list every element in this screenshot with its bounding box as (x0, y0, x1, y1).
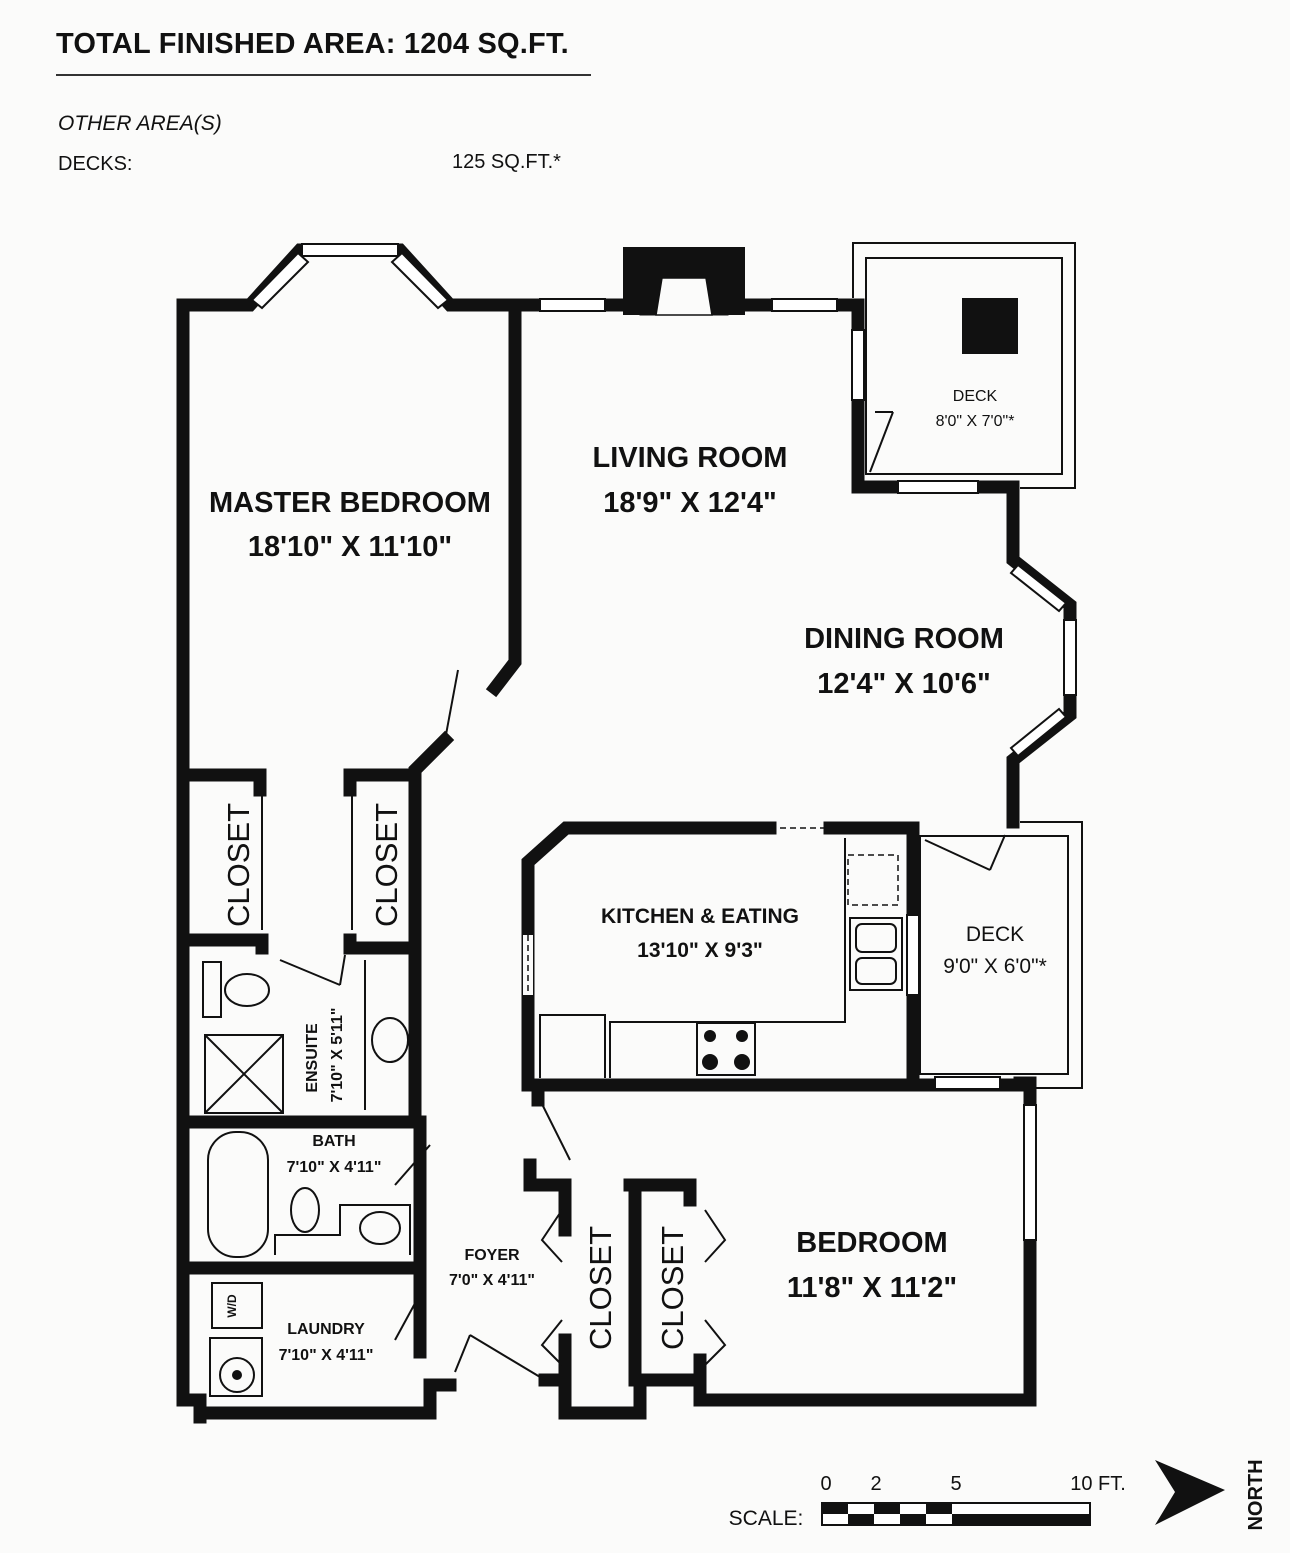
right-deck-door (989, 834, 1006, 871)
kitchen-dims: 13'10" X 9'3" (637, 939, 763, 962)
bedroom-door (539, 1099, 571, 1161)
bath-dims: 7'10" X 4'11" (287, 1159, 382, 1176)
window (851, 329, 865, 401)
ensuite-door (339, 954, 346, 986)
ensuite-shower (204, 1034, 284, 1114)
laundry-tub (219, 1357, 255, 1393)
bedroom-dims: 11'8" X 11'2" (787, 1272, 957, 1304)
bedroom-name: BEDROOM (796, 1227, 947, 1259)
hot-tub-block (962, 298, 1018, 354)
kitchen-wall (521, 821, 1027, 1092)
stove (696, 1022, 756, 1076)
scale-bar (821, 1502, 1091, 1526)
closet-label: CLOSET (221, 803, 256, 927)
window (1023, 1104, 1037, 1241)
closet-label: CLOSET (369, 803, 404, 927)
master-bedroom-dims: 18'10" X 11'10" (248, 531, 452, 563)
top-deck-door (869, 411, 894, 473)
total-area-title: TOTAL FINISHED AREA: 1204 SQ.FT. (56, 28, 569, 60)
scale-label: SCALE: (729, 1507, 804, 1530)
ensuite-name: ENSUITE (304, 1023, 321, 1093)
right-deck-rail (1020, 821, 1083, 1089)
title-rule (56, 74, 591, 76)
laundry-dims: 7'10" X 4'11" (279, 1347, 374, 1364)
window (390, 251, 450, 310)
bath-name: BATH (312, 1133, 355, 1150)
master-door (444, 669, 459, 741)
foyer-dims: 7'0" X 4'11" (449, 1272, 535, 1289)
kitchen-sink (849, 917, 903, 991)
washer-dryer (211, 1282, 263, 1329)
scale-tick-0: 0 (820, 1473, 831, 1495)
window (771, 298, 838, 312)
top-deck-dims: 8'0" X 7'0"* (936, 413, 1015, 430)
ensuite-toilet (224, 973, 270, 1007)
bathtub (207, 1131, 269, 1258)
living-room-name: LIVING ROOM (593, 442, 788, 474)
window (250, 251, 310, 310)
wd-label: W/D (225, 1294, 239, 1318)
window (1063, 619, 1077, 696)
window (897, 480, 979, 494)
window (1009, 563, 1068, 613)
closet-label: CLOSET (583, 1226, 618, 1350)
bath-toilet (290, 1187, 320, 1233)
north-arrow-icon (1155, 1460, 1225, 1525)
other-areas-label: OTHER AREA(S) (58, 112, 222, 135)
right-deck-name: DECK (966, 923, 1024, 946)
foyer-name: FOYER (464, 1247, 520, 1264)
scale-tick-2: 2 (870, 1473, 881, 1495)
kitchen-name: KITCHEN & EATING (601, 905, 799, 928)
top-deck-inner (865, 257, 1063, 475)
north-label: NORTH (1245, 1459, 1267, 1530)
window (906, 914, 920, 996)
window (301, 243, 399, 257)
window (539, 298, 606, 312)
bath-sink (359, 1211, 401, 1245)
laundry-name: LAUNDRY (287, 1321, 365, 1338)
ensuite-dims: 7'10" X 5'11" (329, 1008, 346, 1103)
top-deck-name: DECK (953, 388, 998, 405)
entry-door (454, 1334, 471, 1373)
decks-label: DECKS: (58, 153, 133, 175)
closet-label: CLOSET (655, 1226, 690, 1350)
dining-room-name: DINING ROOM (804, 623, 1004, 655)
scale-tick-5: 5 (950, 1473, 961, 1495)
decks-value: 125 SQ.FT.* (452, 151, 561, 173)
right-deck-dims: 9'0" X 6'0"* (943, 955, 1047, 978)
window (1009, 707, 1068, 758)
master-bedroom-name: MASTER BEDROOM (209, 487, 491, 519)
window (934, 1076, 1001, 1090)
scale-tick-10: 10 FT. (1070, 1473, 1126, 1495)
top-deck-rail (852, 242, 1076, 489)
dining-room-dims: 12'4" X 10'6" (817, 668, 991, 700)
ensuite-sink (371, 1017, 409, 1063)
living-room-dims: 18'9" X 12'4" (603, 487, 777, 519)
